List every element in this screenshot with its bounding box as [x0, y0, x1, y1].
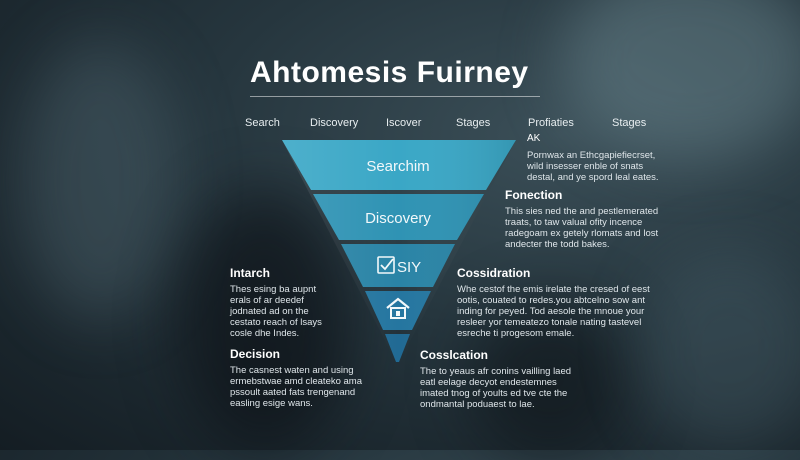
block-text-line: cestato reach of lsays — [230, 317, 322, 328]
stage-label: Iscover — [386, 117, 422, 129]
block-text-line: pssoult aated fats trengenand — [230, 387, 356, 398]
block-text-line: resleer yor temeatezo tonale nating tast… — [457, 317, 642, 328]
block-text-line: eatl eelage decyot endestemnes — [420, 377, 557, 388]
block-text-line: Whe cestof the emis irelate the cresed o… — [457, 284, 650, 295]
block-text-line: destal, and ye spord leal eates. — [527, 172, 659, 183]
block-text-line: wild insesser enble of snats — [527, 161, 644, 172]
page-title: Ahtomesis Fuirney — [250, 56, 529, 89]
funnel-diagram: Searchim Discovery SIY — [282, 140, 516, 362]
block-text-line: The to yeaus afr conins vailling laed — [420, 366, 572, 377]
block-text-line: cosle dhe Indes. — [230, 328, 300, 339]
background-blur-light — [20, 40, 180, 320]
block-text-line: ermebstwae amd cleateko ama — [230, 376, 363, 387]
stage-label: Discovery — [310, 117, 359, 129]
background-blur-figure — [180, 190, 350, 450]
block-heading: Fonection — [505, 188, 563, 202]
funnel-band-label: SIY — [397, 259, 421, 276]
checklist-box-icon — [377, 256, 395, 274]
block-heading: Cosslcation — [420, 348, 489, 362]
stage-label: Stages — [456, 117, 491, 129]
block-text-line: jodnated ad on the — [230, 306, 309, 317]
block-text-line: This sies ned the and pestlemerated — [505, 206, 659, 217]
house-lock-icon — [386, 297, 410, 319]
block-text-line: andecter the todd bakes. — [505, 239, 610, 250]
block-text-line: The casnest waten and using — [230, 365, 354, 376]
stage-label: Profiaties — [528, 117, 574, 129]
block-text-line: ondmantal poduaest to lae. — [420, 399, 535, 410]
block-text-line: easling esige wans. — [230, 398, 313, 409]
block-text-line: Thes esing ba aupnt — [230, 284, 317, 295]
stage-description-decision: Decision The casnest waten and using erm… — [230, 347, 380, 409]
stage-label: Search — [245, 117, 280, 129]
block-heading: Decision — [230, 347, 281, 361]
stage-label: Stages — [612, 117, 647, 129]
funnel-band-label: Discovery — [365, 210, 431, 227]
block-heading: Intarch — [230, 266, 271, 280]
block-text-line: imated tnog of yoults ed tve cte the — [420, 388, 568, 399]
stage-description-cosslcation: Cosslcation The to yeaus afr conins vail… — [420, 348, 620, 410]
stage-description-fonection: Fonection This sies ned the and pestleme… — [505, 188, 705, 250]
block-text-line: traats, to taw valual ofity incence — [505, 217, 643, 228]
background-blur-light — [640, 250, 800, 450]
block-text-line: inding for peyed. Tod aesole the mnoue y… — [457, 306, 645, 317]
block-heading: Cossidration — [457, 266, 531, 280]
block-text-line: Pornwax an Ethcgapiefiecrset, — [527, 150, 656, 161]
background-blur-figure — [470, 300, 630, 460]
block-heading: AK — [527, 133, 541, 144]
block-text-line: ootis, couated to redes.you abtcelno sow… — [457, 295, 646, 306]
block-text-line: esreche ti progesom emale. — [457, 328, 575, 339]
title-divider — [250, 96, 540, 97]
funnel-band-label: Searchim — [366, 158, 429, 175]
stage-description-cossidration: Cossidration Whe cestof the emis irelate… — [457, 266, 697, 339]
block-text-line: erals of ar deedef — [230, 295, 304, 306]
block-text-line: radegoam ex getely rlomats and lost — [505, 228, 659, 239]
stage-description-ak: AK Pornwax an Ethcgapiefiecrset, wild in… — [527, 132, 727, 183]
stage-description-intarch: Intarch Thes esing ba aupnt erals of ar … — [230, 266, 360, 339]
funnel-gloss — [282, 140, 516, 362]
